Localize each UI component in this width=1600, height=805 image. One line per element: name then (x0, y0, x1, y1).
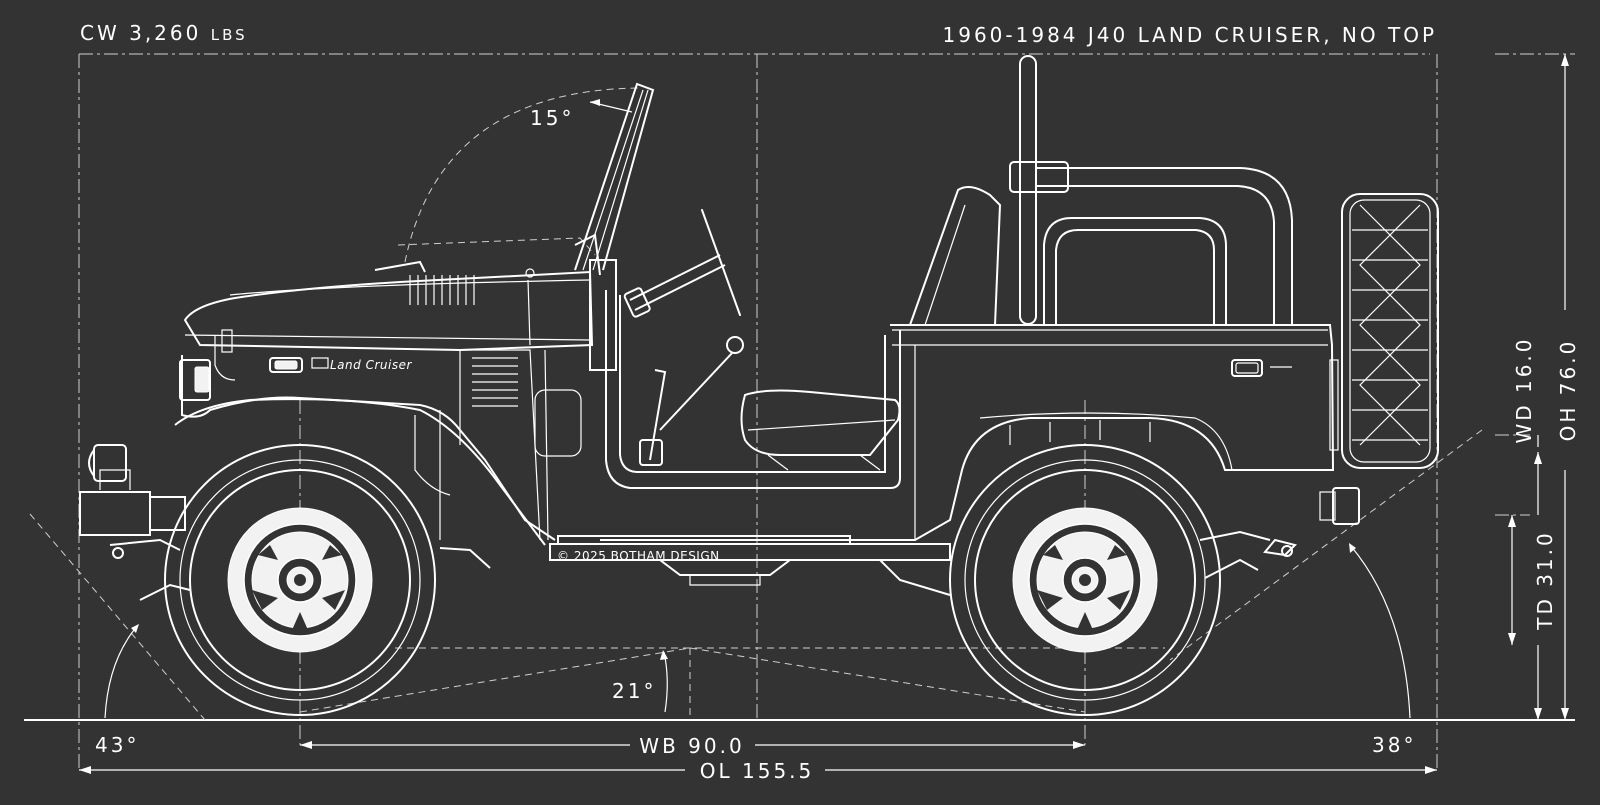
hood-vents (409, 275, 475, 305)
wheel-diameter-label: WD 16.0 (1512, 336, 1536, 443)
land-cruiser-badge: Land Cruiser (330, 358, 412, 372)
curb-weight-label: CW 3,260 LBS (80, 21, 248, 45)
approach-angle-label: 43° (95, 733, 139, 757)
copyright-label: © 2025 BOTHAM DESIGN (557, 549, 720, 563)
overall-length-label: OL 155.5 (700, 759, 815, 783)
rear-bumper (1263, 487, 1360, 557)
dimension-lines (79, 54, 1569, 774)
windshield (574, 82, 655, 371)
spare-tire (1341, 193, 1439, 469)
underbody (139, 530, 1271, 601)
angle-arcs (104, 99, 1411, 719)
windshield-angle-label: 15° (530, 106, 574, 130)
cabin (605, 185, 1002, 489)
land-cruiser-drawing: Land Cruiser (79, 55, 1439, 716)
departure-angle-label: 38° (1372, 733, 1416, 757)
fender-vents (472, 357, 518, 407)
tire-diameter-label: TD 31.0 (1533, 530, 1557, 631)
rear-wheel (949, 444, 1221, 716)
rear-body (600, 324, 1339, 541)
wheelbase-label: WB 90.0 (639, 734, 744, 758)
front-body: Land Cruiser (79, 260, 594, 559)
front-wheel (164, 444, 436, 716)
overall-height-label: OH 76.0 (1556, 339, 1580, 442)
breakover-angle-label: 21° (612, 679, 656, 703)
roll-bar (1009, 55, 1293, 325)
model-title: 1960-1984 J40 LAND CRUISER, NO TOP (943, 23, 1438, 47)
